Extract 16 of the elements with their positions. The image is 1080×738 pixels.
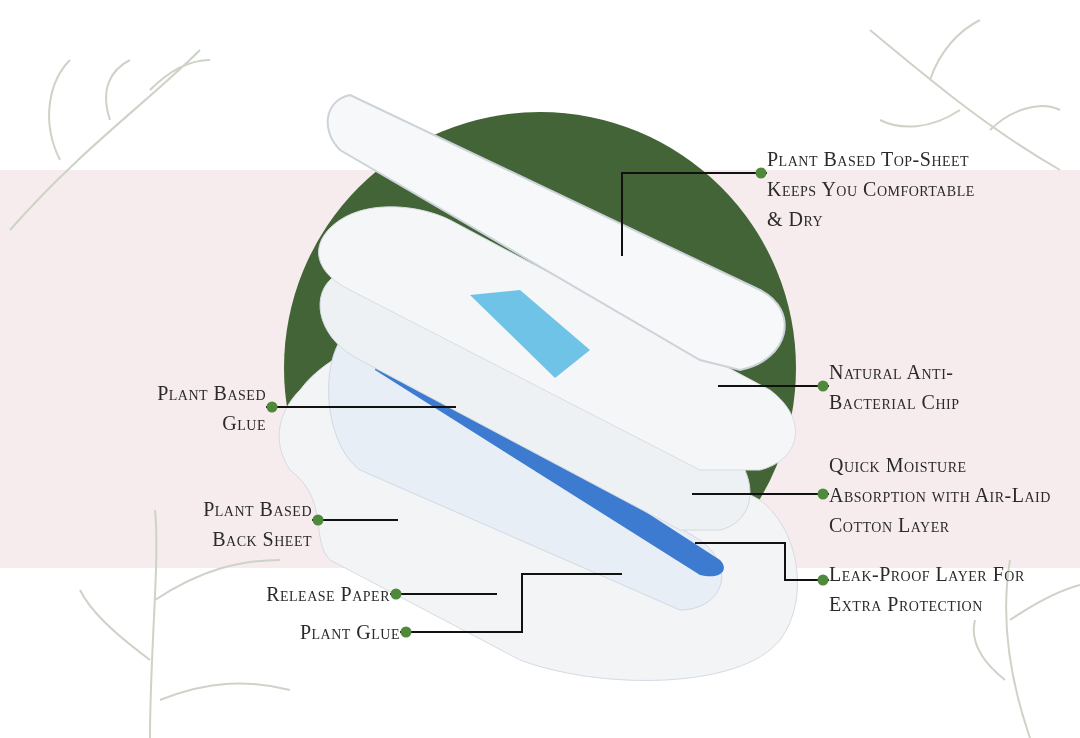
leader-line	[265, 401, 457, 413]
leader-line	[691, 488, 830, 500]
callout-label: Natural Anti-Bacterial Chip	[829, 357, 999, 417]
callout-label: Plant Based Glue	[130, 378, 266, 438]
callout-label: Leak-Proof Layer For Extra Protection	[829, 559, 1054, 619]
callout-label: Release Paper	[230, 579, 390, 609]
leader-line	[399, 573, 623, 638]
callout-label: Plant Glue	[260, 617, 400, 647]
leader-line	[621, 167, 768, 257]
leader-line	[694, 542, 830, 586]
leader-line	[311, 514, 399, 526]
leader-line	[717, 380, 830, 392]
callout-label: Plant Based Top-Sheet Keeps You Comfortable & Dry	[767, 144, 982, 234]
leader-line	[389, 588, 498, 600]
callout-label: Plant Based Back Sheet	[176, 494, 312, 554]
callout-label: Quick Moisture Absorption with Air-Laid Cotton Layer	[829, 450, 1054, 540]
